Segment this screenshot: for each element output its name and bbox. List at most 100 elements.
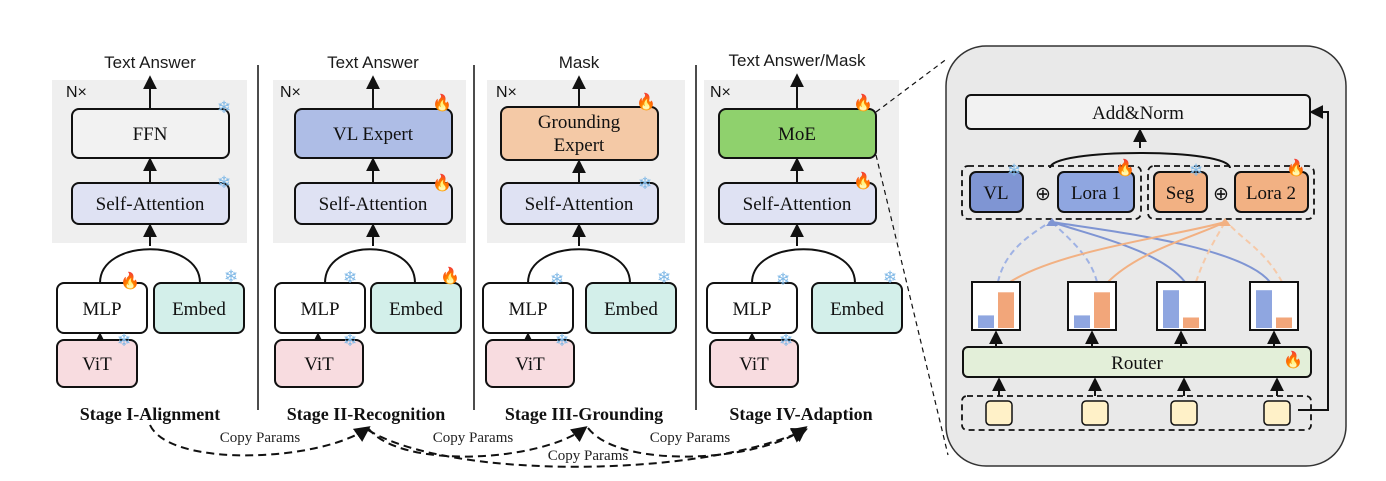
token-box [1263, 400, 1291, 426]
token-box [985, 400, 1013, 426]
copy-params-label-1: Copy Params [220, 430, 301, 446]
vl-expert-box [969, 171, 1024, 213]
snowflake-icon: ❄ [224, 267, 238, 287]
copy-arrow-2-4 [367, 428, 808, 468]
lora-2-label: Lora 2 [1246, 183, 1296, 204]
snowflake-icon: ❄ [343, 268, 357, 288]
stage-3-embed-box [585, 282, 677, 334]
stage-4-embed-label: Embed [830, 299, 884, 320]
stage-1-embed-label: Embed [172, 299, 226, 320]
fire-icon: 🔥 [440, 266, 460, 285]
fire-icon: 🔥 [853, 93, 873, 112]
stage-1-repeat-label: N× [66, 84, 87, 101]
router-box [962, 346, 1312, 378]
stage-1-title: Stage I-Alignment [80, 404, 221, 424]
stage-4-mlp-label: MLP [732, 299, 771, 320]
copy-params-label-4: Copy Params [548, 448, 629, 464]
snowflake-icon: ❄ [217, 98, 231, 118]
routing-connections [997, 221, 1283, 283]
stage-3-repeat-label: N× [496, 84, 517, 101]
stage-3-vit-label: ViT [515, 354, 545, 375]
fire-icon: 🔥 [1286, 158, 1306, 177]
stage-4: N× Text Answer/Mask MoE 🔥 Self-Attention… [704, 51, 903, 424]
gate-bar-vl [1163, 290, 1179, 328]
stage-4-title: Stage IV-Adaption [729, 404, 872, 424]
stage-2-repeat-label: N× [280, 84, 301, 101]
stage-1-head-label: FFN [133, 124, 168, 145]
fire-icon: 🔥 [853, 171, 873, 190]
stage-1-output-label: Text Answer [104, 53, 196, 72]
stage-2: N× Text Answer VL Expert 🔥 Self-Attentio… [273, 53, 466, 424]
stage-4-embed-box [811, 282, 903, 334]
gate-bar-seg [1094, 292, 1110, 328]
fire-icon: 🔥 [432, 93, 452, 112]
stage-4-head-label: MoE [778, 124, 816, 145]
zoom-line-top [875, 57, 949, 113]
vl-label: VL [983, 183, 1008, 204]
snowflake-icon: ❄ [343, 331, 357, 351]
stage-1: N× Text Answer FFN ❄ Self-Attention ❄ ML… [52, 53, 247, 424]
stage-3-head-label-line1: Grounding [538, 112, 621, 133]
stage-3-output-label: Mask [559, 53, 600, 72]
stage-2-title: Stage II-Recognition [287, 404, 446, 424]
fire-icon: 🔥 [1115, 158, 1135, 177]
lora-1-box [1057, 171, 1135, 213]
stage-1-vit-box [56, 339, 138, 388]
stage-3-vit-box [485, 339, 575, 388]
stage-2-vit-box [274, 339, 364, 388]
stage-3-attention-label: Self-Attention [525, 194, 634, 215]
stage-4-attention-label: Self-Attention [743, 194, 852, 215]
gate-bar-vl [978, 315, 994, 328]
snowflake-icon: ❄ [550, 270, 564, 290]
stage-2-embed-box [370, 282, 462, 334]
token-row [985, 377, 1291, 426]
copy-params-label-2: Copy Params [433, 430, 514, 446]
stage-3: N× Mask Grounding Expert 🔥 Self-Attentio… [482, 53, 685, 424]
fire-icon: 🔥 [432, 173, 452, 192]
stage-4-vit-box [709, 339, 799, 388]
stage-2-mlp-label: MLP [300, 299, 339, 320]
stage-1-attention-label: Self-Attention [96, 194, 205, 215]
snowflake-icon: ❄ [657, 268, 671, 288]
snowflake-icon: ❄ [217, 173, 231, 193]
add-norm-label: Add&Norm [1092, 103, 1184, 124]
fire-icon: 🔥 [636, 92, 656, 111]
expert-group-vl [961, 165, 1142, 220]
lora-1-label: Lora 1 [1071, 183, 1121, 204]
stage-2-vit-label: ViT [304, 354, 334, 375]
stage-3-title: Stage III-Grounding [505, 404, 663, 424]
stage-1-mlp-label: MLP [82, 299, 121, 320]
copy-params-label-3: Copy Params [650, 430, 731, 446]
stage-2-attention-label: Self-Attention [319, 194, 428, 215]
plus-symbol: ⊕ [1035, 184, 1051, 205]
zoom-line-bottom [875, 154, 949, 456]
stage-3-head-label-line2: Expert [554, 135, 605, 156]
stage-4-output-label: Text Answer/Mask [729, 51, 866, 70]
copy-arrow-3-4 [587, 426, 808, 458]
snowflake-icon: ❄ [117, 331, 131, 351]
snowflake-icon: ❄ [1007, 161, 1021, 181]
fire-icon: 🔥 [120, 271, 140, 290]
stage-1-vit-label: ViT [82, 354, 112, 375]
gate-bar-vl [1256, 290, 1272, 328]
snowflake-icon: ❄ [555, 331, 569, 351]
snowflake-icon: ❄ [638, 174, 652, 194]
gate-bar-seg [1183, 317, 1199, 328]
moe-detail-panel: Add&Norm VL ❄ ⊕ Lora 1 🔥 Seg ❄ ⊕ Lora 2 … [945, 45, 1347, 467]
stage-3-embed-label: Embed [604, 299, 658, 320]
copy-params-arrows [149, 424, 808, 468]
residual-connection [1298, 105, 1329, 411]
snowflake-icon: ❄ [883, 268, 897, 288]
copy-arrow-2-3 [367, 426, 588, 458]
lora-2-box [1234, 171, 1309, 213]
expert-group-seg [1147, 165, 1315, 220]
seg-label: Seg [1166, 183, 1195, 204]
snowflake-icon: ❄ [1189, 161, 1203, 181]
gate-bar-seg [1276, 317, 1292, 328]
fire-icon: 🔥 [1283, 350, 1303, 369]
gate-weight-charts [971, 281, 1299, 346]
snowflake-icon: ❄ [776, 270, 790, 290]
stage-2-embed-label: Embed [389, 299, 443, 320]
